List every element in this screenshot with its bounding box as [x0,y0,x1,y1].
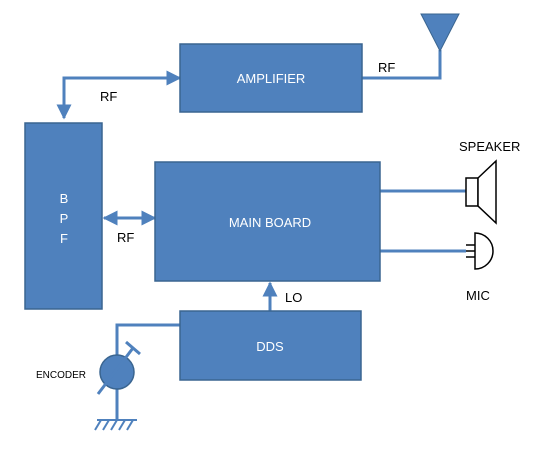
ground-icon [94,419,137,431]
lo-label: LO [285,290,302,305]
speaker-label: SPEAKER [459,139,520,154]
bpf-label-b: B [60,191,69,206]
wire-dds-encoder [115,323,180,356]
encoder-icon [96,340,141,395]
antenna-icon [420,13,460,53]
bpf-label-p: P [60,211,69,226]
main-board-label: MAIN BOARD [229,215,311,230]
rf-label-bpf-main: RF [117,230,134,245]
wire-antenna-amplifier [362,50,442,80]
wire-amplifier-bpf [56,70,182,120]
encoder-label: ENCODER [36,370,86,381]
dds-block: DDS [179,310,362,381]
wires [56,50,466,419]
mic-label: MIC [466,288,490,303]
speaker-icon [465,159,497,225]
rf-label-antenna: RF [378,60,395,75]
microphone-icon [466,232,494,270]
dds-label: DDS [256,339,284,354]
bpf-label-f: F [60,231,68,246]
main-board-block: MAIN BOARD [154,161,381,282]
amplifier-label: AMPLIFIER [237,71,306,86]
amplifier-block: AMPLIFIER [179,43,363,113]
rf-label-bpf-in: RF [100,89,117,104]
bpf-block: B P F [24,122,103,310]
